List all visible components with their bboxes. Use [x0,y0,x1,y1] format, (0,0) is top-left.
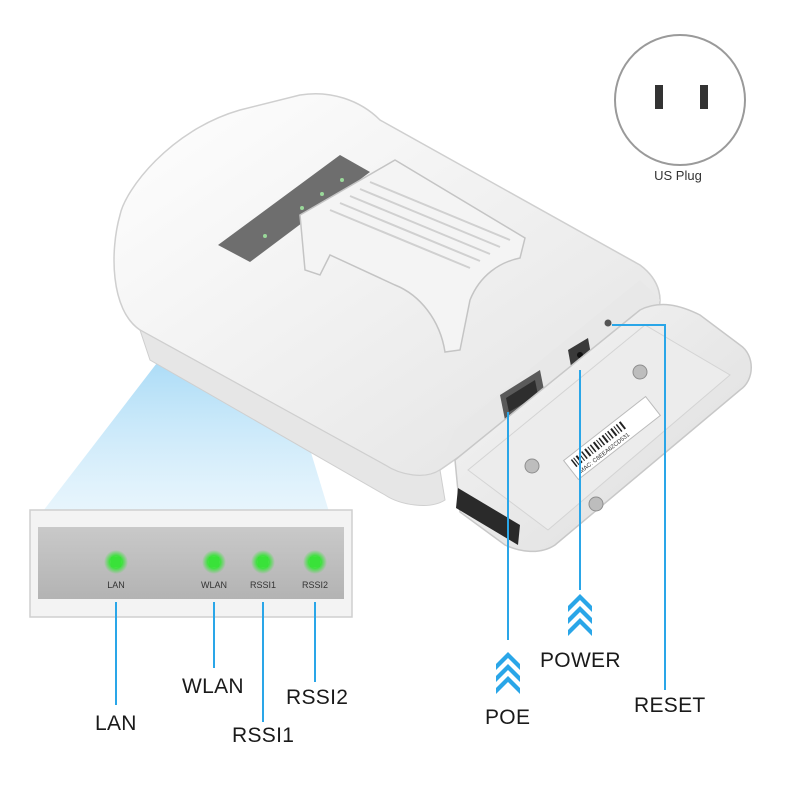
callout-poe: POE [485,706,531,729]
led-lan [104,550,128,574]
ethernet-port [500,370,545,420]
led-label-wlan: WLAN [200,580,227,590]
cpe-device [113,93,661,506]
plug-caption: US Plug [654,168,702,183]
reset-hole [604,319,612,327]
led-rssi2 [303,550,327,574]
callout-wlan: WLAN [182,675,244,698]
us-plug-icon [614,34,746,166]
poe-arrow-icon [496,652,520,694]
led-label-rssi2: RSSI2 [301,580,328,590]
callout-rssi2: RSSI2 [286,686,349,709]
led-label-lan: LAN [107,580,125,590]
reset-callout-line [612,324,666,690]
led-rssi1 [251,550,275,574]
mounting-bracket [299,159,526,353]
callout-lan: LAN [95,712,137,735]
led-wlan [202,550,226,574]
callout-lines [115,324,666,722]
power-arrow-icon [568,594,592,636]
port-face [438,280,660,470]
callout-reset: RESET [634,694,706,717]
device-led-window [218,155,370,262]
led-label-rssi1: RSSI1 [249,580,276,590]
led-panel-zoom [29,509,353,618]
callout-power: POWER [540,649,621,672]
callout-rssi1: RSSI1 [232,724,295,747]
